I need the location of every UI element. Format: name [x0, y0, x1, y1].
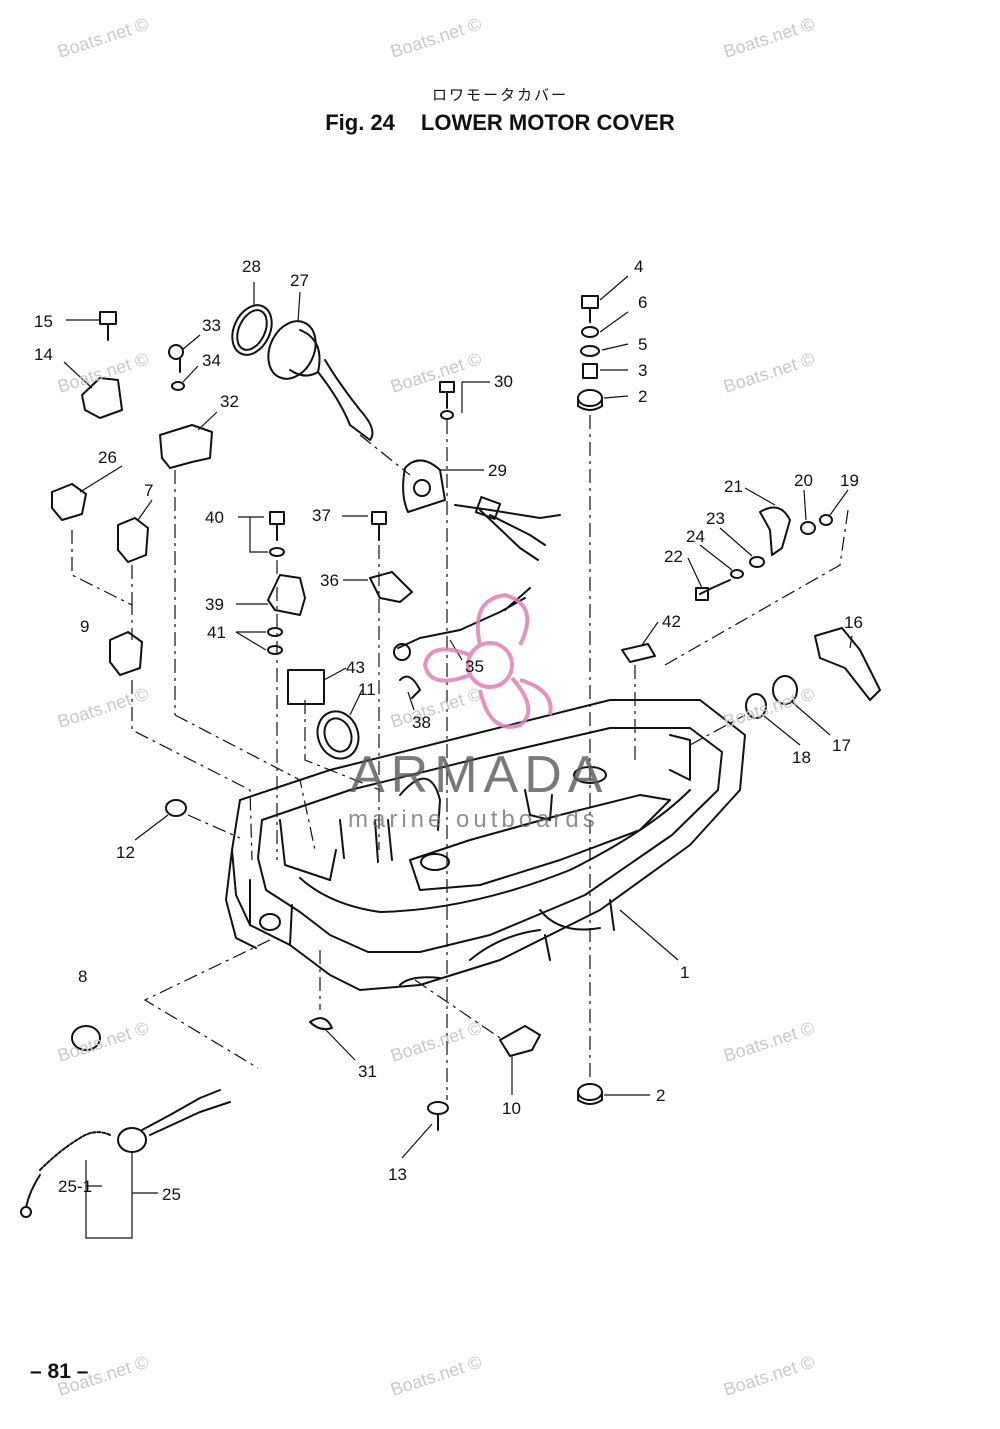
callout-number: 11 [358, 680, 376, 699]
callout-number: 10 [502, 1099, 521, 1118]
watermark-text: Boats.net © [388, 1018, 484, 1066]
callout-number: 33 [202, 316, 221, 335]
armada-watermark: ARMADA [350, 746, 609, 804]
callout-number: 19 [840, 471, 859, 490]
callout-number: 22 [664, 547, 683, 566]
callout-number: 34 [202, 351, 221, 370]
callout-number: 4 [634, 257, 643, 276]
callout-number: 3 [638, 361, 647, 380]
propeller-logo-icon [422, 592, 553, 729]
watermark-text: Boats.net © [55, 349, 151, 397]
japanese-title: ロワモータカバー [431, 86, 568, 104]
callout-number: 37 [312, 506, 331, 525]
watermark-text: Boats.net © [388, 1352, 484, 1400]
watermark-text: Boats.net © [55, 1018, 151, 1066]
lower-cover-body [225, 699, 746, 991]
callout-number: 21 [724, 477, 743, 496]
callout-number: 24 [686, 527, 705, 546]
watermark-text: Boats.net © [55, 684, 151, 732]
watermark-text: Boats.net © [55, 14, 151, 62]
watermark-text: Boats.net © [721, 14, 817, 62]
callout-number: 1 [680, 963, 689, 982]
callout-number: 12 [116, 843, 135, 862]
callout-number: 2 [638, 387, 647, 406]
callout-number: 6 [638, 293, 647, 312]
callout-number: 31 [358, 1062, 377, 1081]
callout-number: 28 [242, 257, 261, 276]
callout-number: 8 [78, 967, 87, 986]
callout-number: 20 [794, 471, 813, 490]
callout-number: 40 [205, 508, 224, 527]
callout-number: 25-1 [58, 1177, 92, 1196]
callout-number: 39 [205, 595, 224, 614]
callout-number: 27 [290, 271, 309, 290]
callout-number: 5 [638, 335, 647, 354]
armada-tagline: marine outboards [348, 806, 599, 833]
watermark-text: Boats.net © [721, 349, 817, 397]
figure-title: Fig. 24 LOWER MOTOR COVER [0, 110, 1000, 136]
callout-number: 17 [832, 736, 851, 755]
watermark-text: Boats.net © [721, 1018, 817, 1066]
callout-number: 14 [34, 345, 53, 364]
callout-number: 2 [656, 1086, 665, 1105]
callout-number: 15 [34, 312, 53, 331]
watermark-text: Boats.net © [721, 684, 817, 732]
watermark-text: Boats.net © [388, 14, 484, 62]
callout-number: 43 [346, 658, 365, 677]
callout-number: 41 [207, 623, 226, 642]
callout-number: 7 [144, 481, 153, 500]
figure-caption: LOWER MOTOR COVER [420, 110, 675, 135]
callout-number: 38 [412, 713, 431, 732]
callout-number: 36 [320, 571, 339, 590]
watermark-text: Boats.net © [388, 349, 484, 397]
callout-number: 13 [388, 1165, 407, 1184]
callout-number: 35 [465, 657, 484, 676]
watermark-text: Boats.net © [388, 684, 484, 732]
callout-number: 18 [792, 748, 811, 767]
callout-number: 42 [662, 612, 681, 631]
callout-layer: 1 2 2 3 4 5 6 7 8 9 10 11 12 13 14 15 16… [34, 257, 863, 1204]
callout-number: 9 [80, 617, 89, 636]
figure-number: Fig. 24 [325, 110, 395, 135]
callout-number: 25 [162, 1185, 181, 1204]
page-number: – 81 – [30, 1360, 89, 1383]
callout-number: 23 [706, 509, 725, 528]
callout-number: 32 [220, 392, 239, 411]
callout-number: 26 [98, 448, 117, 467]
callout-number: 16 [844, 613, 863, 632]
watermark-text: Boats.net © [721, 1352, 817, 1400]
callout-number: 30 [494, 372, 513, 391]
callout-number: 29 [488, 461, 507, 480]
